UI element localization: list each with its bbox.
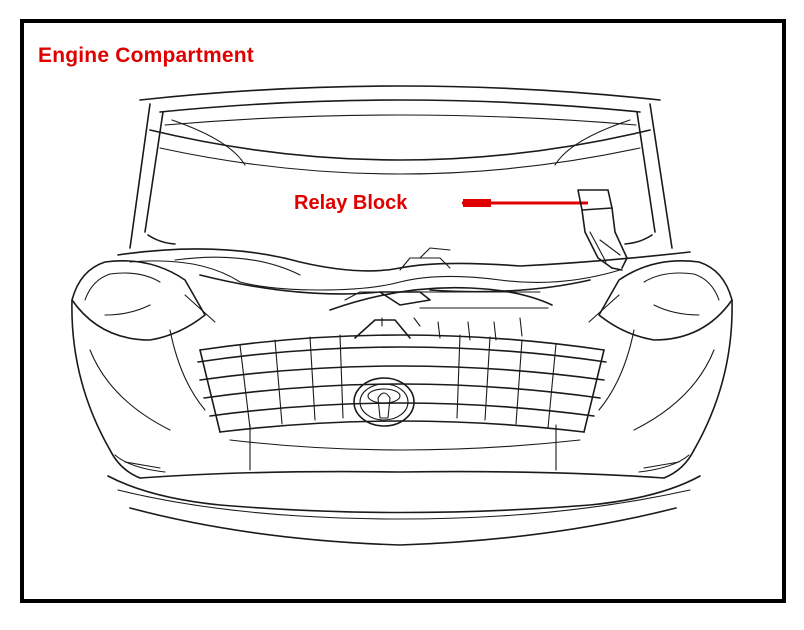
relay-block-leader [462, 199, 588, 207]
front-grille [197, 334, 607, 433]
open-hood [129, 85, 673, 249]
left-headlight [71, 260, 216, 341]
front-bumper [71, 299, 733, 546]
right-headlight [588, 260, 733, 341]
logo-emblem [353, 377, 415, 427]
relay-block-component [577, 189, 628, 271]
relay-block-label: Relay Block [294, 192, 408, 214]
diagram-title: Engine Compartment [38, 44, 254, 67]
engine-bay [117, 247, 691, 341]
